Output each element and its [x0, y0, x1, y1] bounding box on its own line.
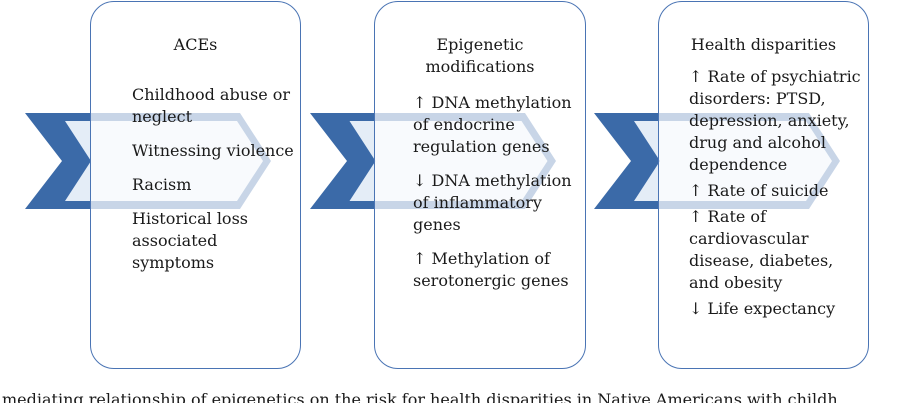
- aces-item: Racism: [132, 175, 192, 194]
- health-item: ↓ Life expectancy: [689, 299, 836, 318]
- health-item: ↑ Rate of cardiovascular disease, diabet…: [689, 207, 834, 292]
- aces-box: ACEs Childhood abuse or neglect Witnessi…: [90, 1, 301, 369]
- aces-title: ACEs: [173, 35, 218, 54]
- aces-list: Childhood abuse or neglect Witnessing vi…: [132, 84, 297, 286]
- aces-item: Witnessing violence: [132, 141, 294, 160]
- health-box: Health disparities ↑ Rate of psychiatric…: [658, 1, 869, 369]
- health-item: ↑ Rate of psychiatric disorders: PTSD, d…: [689, 67, 861, 174]
- figure-caption: mediating relationship of epigenetics on…: [2, 390, 838, 403]
- epigenetic-list: ↑ DNA methylation of endocrine regulatio…: [413, 92, 581, 304]
- epigenetic-title: Epigenetic modifications: [425, 35, 535, 76]
- epigenetic-item: ↑ DNA methylation of endocrine regulatio…: [413, 93, 572, 156]
- epigenetic-box: Epigenetic modifications ↑ DNA methylati…: [374, 1, 586, 369]
- epigenetic-item: ↑ Methylation of serotonergic genes: [413, 249, 569, 290]
- aces-item: Historical loss associated symptoms: [132, 209, 248, 272]
- health-item: ↑ Rate of suicide: [689, 181, 829, 200]
- epigenetic-item: ↓ DNA methylation of inflammatory genes: [413, 171, 572, 234]
- health-title: Health disparities: [690, 35, 837, 54]
- aces-item: Childhood abuse or neglect: [132, 85, 291, 126]
- health-list: ↑ Rate of psychiatric disorders: PTSD, d…: [689, 66, 867, 324]
